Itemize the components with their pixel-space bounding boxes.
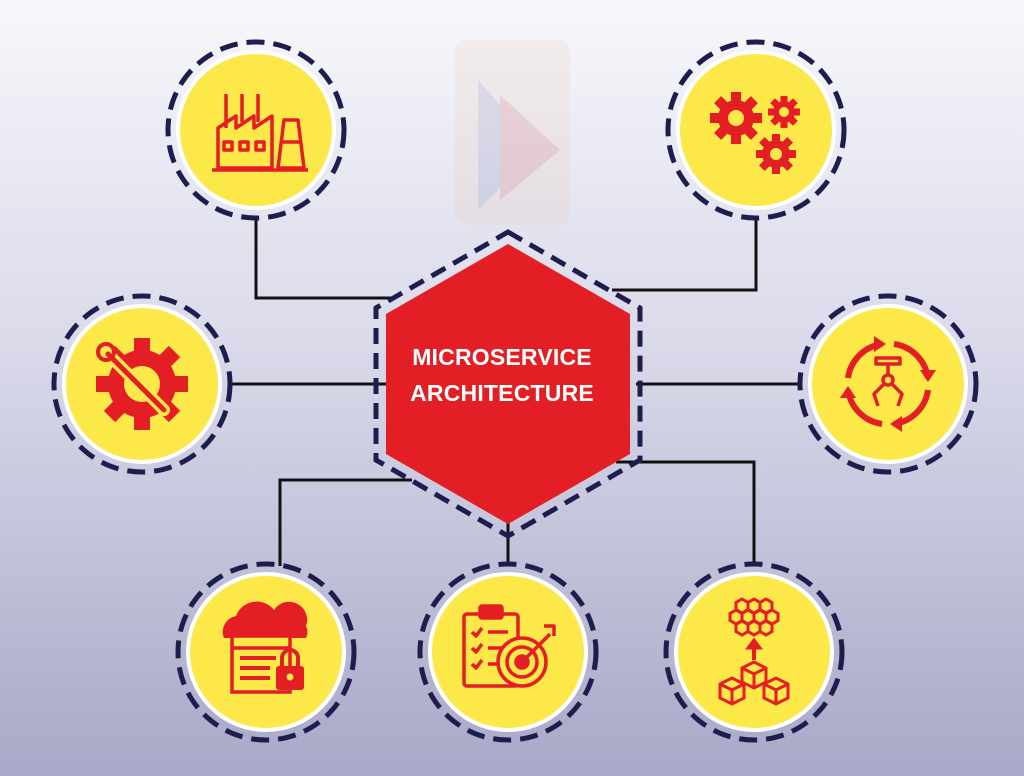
robotic-arm-cycle-icon	[840, 336, 936, 432]
node-wrench-gear	[51, 293, 233, 475]
connector-factory	[254, 220, 395, 300]
node-cloud-lock	[175, 561, 357, 743]
node-robotic-arm	[797, 293, 979, 475]
cloud-lock-icon	[222, 601, 308, 694]
node-clipboard-target	[417, 561, 599, 743]
clipboard-target-icon	[462, 604, 556, 688]
node-factory	[165, 39, 347, 221]
connector-cloud-lock	[278, 478, 412, 566]
wrench-gear-icon	[96, 338, 188, 430]
gears-icon	[710, 92, 800, 174]
connector-lines	[228, 220, 800, 566]
watermark-logo	[455, 40, 570, 225]
node-gears	[665, 39, 847, 221]
connector-gears	[612, 220, 758, 292]
factory-icon	[212, 94, 308, 172]
hub-hexagon	[373, 229, 643, 539]
node-hexagon-cubes	[663, 561, 845, 743]
hexagon-cubes-icon	[718, 597, 790, 706]
hub-title-line1: MICROSERVICE	[412, 344, 592, 370]
hub-title-line2: ARCHITECTURE	[410, 380, 594, 406]
connector-cubes	[616, 460, 756, 562]
hub-title: MICROSERVICE ARCHITECTURE	[382, 330, 622, 420]
